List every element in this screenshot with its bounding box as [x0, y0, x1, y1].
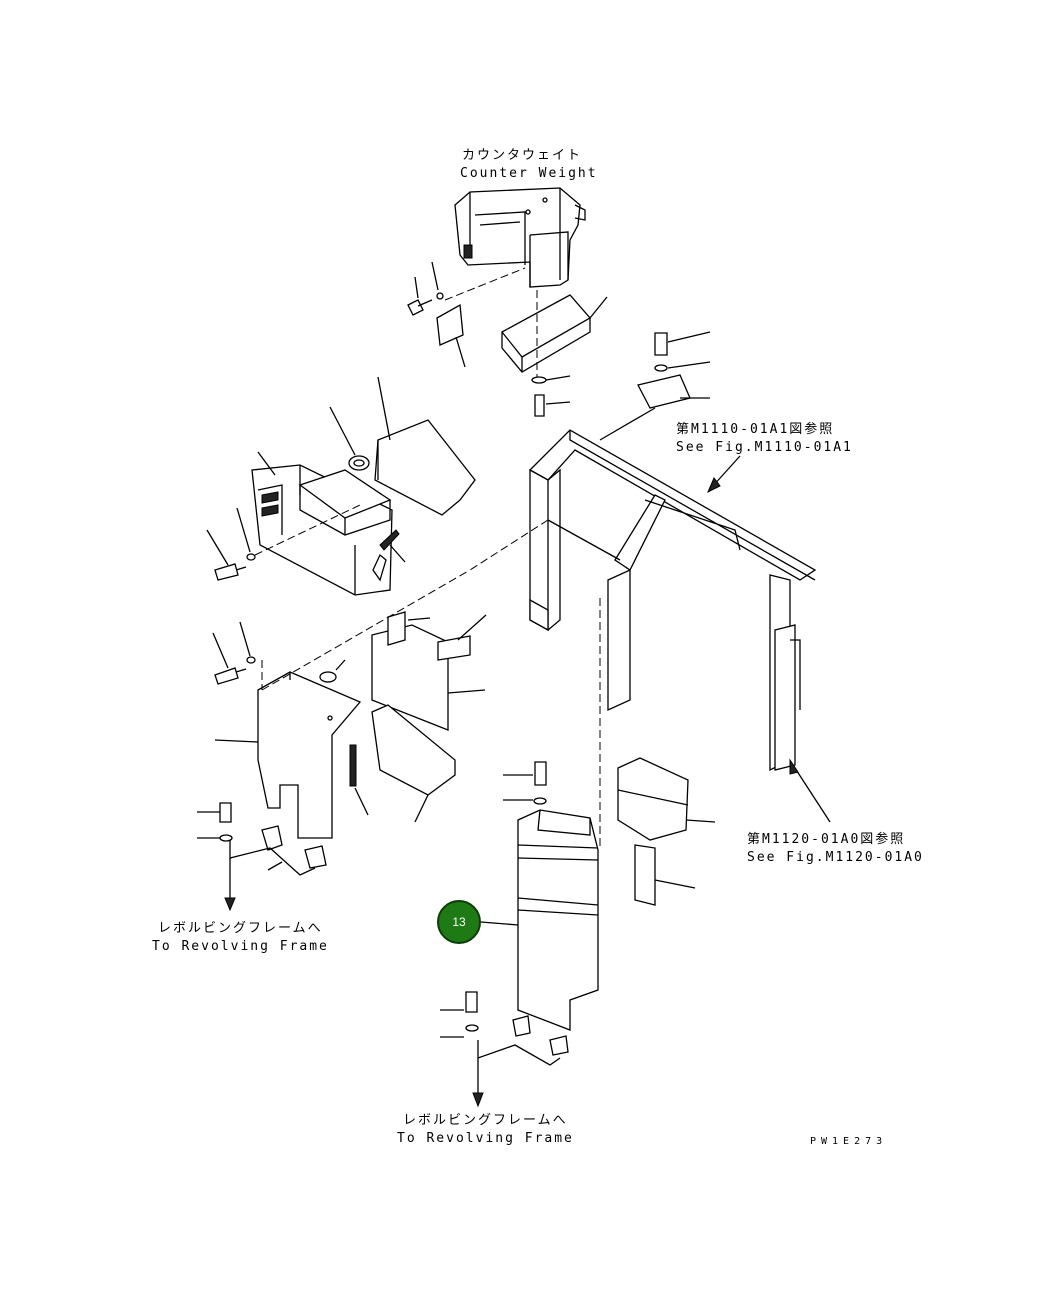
center-cover-13 — [480, 809, 599, 1031]
lower-grommet — [319, 659, 346, 683]
grommet — [329, 406, 370, 471]
reference-leaders — [707, 455, 831, 823]
bolt-washer-lower-left — [212, 569, 471, 691]
seal-strip — [372, 529, 406, 582]
bolt-washer-right — [599, 331, 711, 441]
revolving-frame-bottom-jp: レボルビングフレームへ — [403, 1113, 568, 1128]
lower-left-cover — [214, 671, 362, 839]
see-fig-a0-label-en[interactable]: See Fig.M1120-01A0 — [747, 850, 924, 865]
counterweight-label-jp: カウンタウェイト — [462, 148, 583, 163]
part-callout-13[interactable]: 13 — [437, 900, 481, 944]
revolving-frame-left-jp: レボルビングフレームへ — [158, 921, 323, 936]
bolt-washer-upper-left — [206, 504, 361, 581]
drawing-code: PW1E273 — [810, 1136, 888, 1147]
center-panel-right — [617, 757, 716, 841]
see-fig-a1-label-en[interactable]: See Fig.M1110-01A1 — [676, 440, 853, 455]
small-plate — [436, 303, 466, 368]
upper-center-plate — [298, 469, 392, 536]
leader-upper-left — [257, 451, 276, 476]
revolving-frame-bottom-en: To Revolving Frame — [397, 1131, 574, 1146]
see-fig-a0-label-jp[interactable]: 第M1120-01A0図参照 — [747, 832, 906, 847]
center-strip-right — [634, 844, 696, 906]
upper-right-plate — [374, 376, 476, 516]
counterweight-part — [454, 187, 586, 288]
bottom-center-clips — [440, 991, 569, 1108]
bolt-washer-center — [531, 375, 571, 417]
weight-bracket — [501, 290, 608, 380]
see-fig-a1-label-jp[interactable]: 第M1110-01A1図参照 — [676, 422, 835, 437]
lower-left-strip — [349, 744, 369, 816]
cab-frame — [469, 429, 817, 772]
counterweight-label-en: Counter Weight — [460, 166, 598, 181]
bottom-left-clips — [197, 802, 327, 912]
bolt-washer-cw — [407, 261, 526, 316]
lower-center-pad — [371, 704, 456, 823]
small-bracket-lower — [387, 611, 487, 661]
bolt-washer-center-mid — [503, 761, 547, 805]
revolving-frame-left-en: To Revolving Frame — [152, 939, 329, 954]
